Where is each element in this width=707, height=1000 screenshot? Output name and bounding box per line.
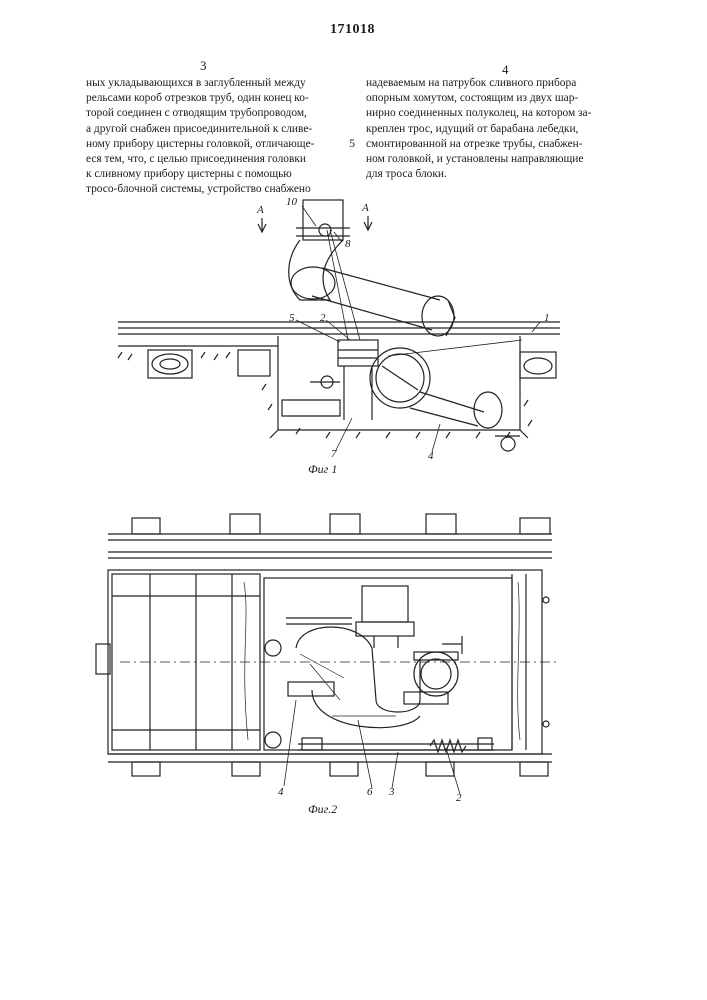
part-label-2: 2 [456, 792, 462, 804]
tie [230, 514, 260, 534]
tie [520, 762, 548, 776]
part-label-4: 4 [278, 786, 284, 798]
wood-grain [244, 582, 248, 740]
pipe-clamp [296, 228, 350, 236]
figure-2-drawing [96, 514, 560, 794]
head-rings [338, 350, 378, 358]
sleeper-mid [238, 350, 270, 376]
figure-2-caption: Фиг.2 [308, 802, 337, 817]
sleeper-grain [524, 358, 552, 374]
sleeper-grain [160, 359, 180, 369]
clamp-hinge [319, 224, 331, 236]
part-label-4: 4 [428, 450, 434, 462]
part-label-8: 8 [345, 238, 351, 250]
leader-line [296, 320, 340, 342]
valve-handle [442, 636, 462, 654]
part-label-5: 5 [289, 312, 295, 324]
tie [330, 762, 358, 776]
top-pipe [362, 586, 408, 622]
bolt [543, 721, 549, 727]
guide-wheel [265, 732, 281, 748]
part-label-1: 1 [544, 312, 550, 324]
vertical-connector [344, 366, 372, 420]
base-beam [282, 400, 340, 416]
section-mark-a-left: A [257, 204, 264, 216]
connection-head [338, 340, 378, 366]
rail-deck [118, 322, 560, 334]
top-pipe-flange [356, 622, 414, 636]
guide-wheel [265, 640, 281, 656]
top-pipe-connector [374, 636, 398, 648]
lower-pipe-run [410, 392, 484, 426]
leader-line [432, 424, 440, 452]
part-label-7: 7 [331, 448, 337, 460]
tie [426, 762, 454, 776]
diagonal-pipe [312, 268, 440, 330]
roller-wheel [501, 437, 515, 451]
bolt [543, 597, 549, 603]
tie [232, 762, 260, 776]
leader-line [302, 206, 316, 226]
leader-line [392, 752, 398, 788]
figure-1-caption: Фиг 1 [308, 462, 337, 477]
wood-grain [518, 582, 520, 740]
leader-line [336, 418, 352, 450]
cable [388, 340, 522, 356]
cable [327, 230, 360, 340]
figure-1-drawing [118, 200, 560, 452]
cover-plate-bands [112, 596, 260, 730]
part-label-2: 2 [320, 312, 326, 324]
leader-line [446, 748, 460, 794]
tie [330, 514, 360, 534]
inner-chamber [264, 578, 512, 750]
winch-rod [286, 618, 352, 624]
valve-inner [421, 659, 451, 689]
pipe-diagonal [382, 366, 418, 390]
tie [132, 518, 160, 534]
box-corner [270, 430, 528, 438]
sleeper-grain [152, 354, 188, 374]
rail-top [108, 534, 552, 558]
elbow-flange [291, 267, 335, 299]
tie [520, 518, 550, 534]
leader-line [532, 322, 540, 332]
leader-line [284, 700, 296, 786]
part-label-10: 10 [286, 196, 297, 208]
vertical-outlet-pipe [303, 200, 343, 240]
part-label-3: 3 [389, 786, 395, 798]
tie [132, 762, 160, 776]
tie [426, 514, 456, 534]
rail-bottom [108, 754, 552, 762]
part-label-6: 6 [367, 786, 373, 798]
section-mark-a-right: A [362, 202, 369, 214]
u-pipe-hatching [300, 654, 396, 716]
